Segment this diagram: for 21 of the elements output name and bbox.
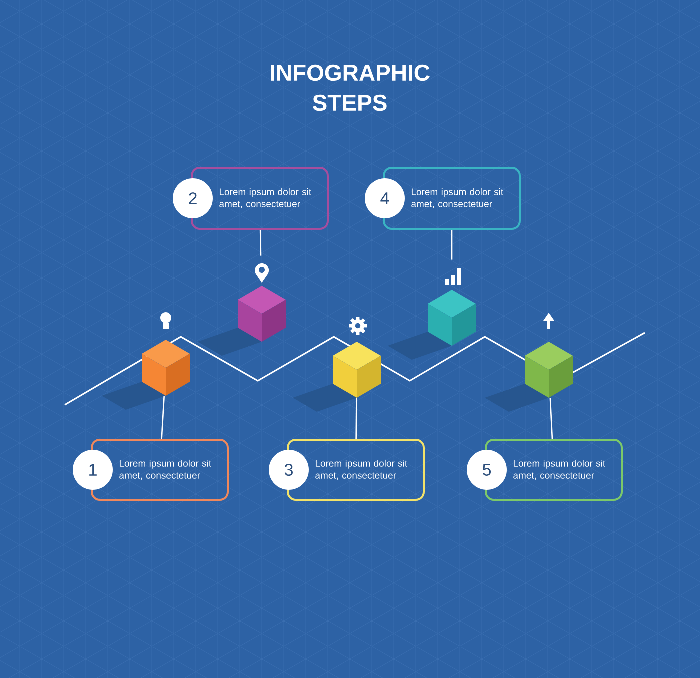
cube — [198, 286, 286, 356]
connector-line — [550, 398, 554, 440]
step-text: Lorem ipsum dolor sit amet, consectetuer — [220, 188, 312, 209]
step-box — [73, 439, 229, 501]
step-box — [269, 439, 425, 501]
step-text: Lorem ipsum dolor sit amet, consectetuer — [316, 460, 408, 480]
connector-line — [356, 398, 358, 440]
cube — [485, 342, 573, 412]
cube — [102, 340, 190, 410]
cube — [293, 342, 381, 412]
connector-line — [161, 396, 165, 440]
cube — [388, 290, 476, 360]
step-box — [467, 439, 623, 501]
step-box — [173, 167, 329, 230]
title: INFOGRAPHIC STEPS — [271, 64, 430, 112]
step-text: Lorem ipsum dolor sit amet, consectetuer — [412, 188, 504, 209]
connector-line — [260, 230, 262, 256]
step-box — [365, 167, 521, 230]
step-text: Lorem ipsum dolor sit amet, consectetuer — [120, 460, 212, 480]
step-text: Lorem ipsum dolor sit amet, consectetuer — [514, 460, 606, 480]
connector-line — [451, 230, 453, 260]
